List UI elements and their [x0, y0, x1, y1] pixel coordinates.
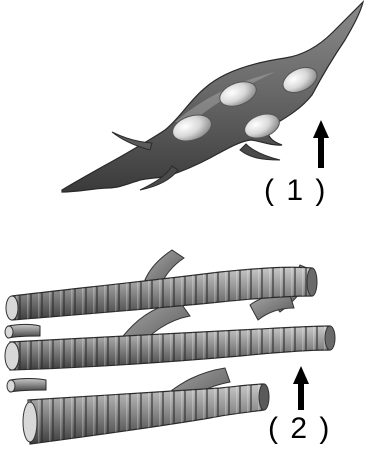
up-arrow-icon	[313, 120, 329, 168]
cell-1	[62, 2, 363, 192]
fiber-middle	[5, 326, 335, 370]
panel-label-2: ( 2 )	[268, 414, 331, 444]
up-arrow-icon	[293, 366, 309, 410]
fiber-bottom	[23, 384, 269, 444]
cell-1-process-c	[240, 144, 280, 160]
panel-label-1: ( 1 )	[264, 176, 327, 206]
cell-1-process-a	[112, 132, 152, 150]
